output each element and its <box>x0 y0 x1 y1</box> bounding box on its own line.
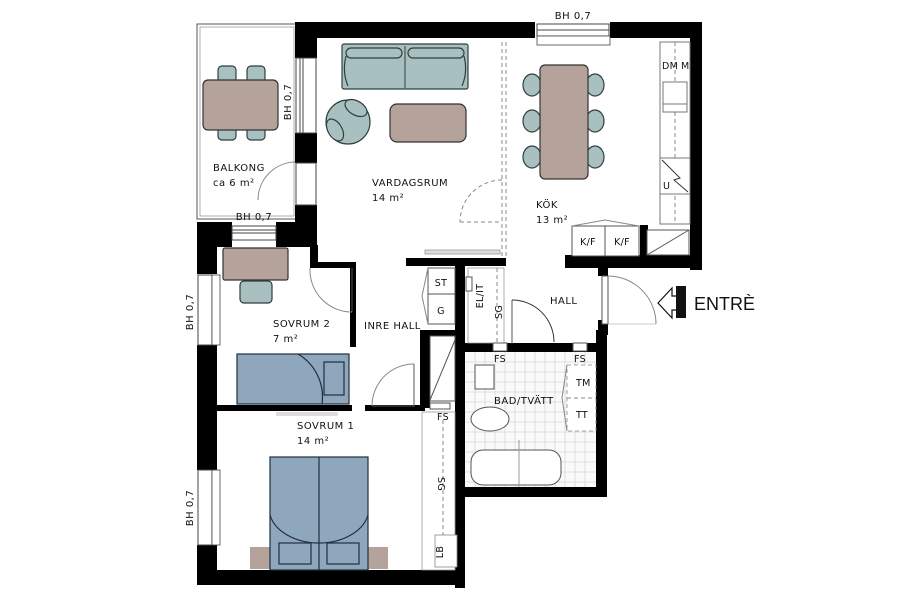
balcony-table <box>202 79 279 131</box>
room-name-kok: KÖK <box>536 198 558 211</box>
fixture-fs-bad-left: FS <box>494 354 506 365</box>
bathroom: FS FS TM TT BAD/TVÄTT <box>465 342 597 487</box>
fixture-lb: LB <box>435 546 446 558</box>
fixture-dm: DM <box>662 61 678 72</box>
window-label-kitchen: BH 0,7 <box>555 11 591 22</box>
hall: HALL EL/IT SG ENTRÈ <box>465 267 755 344</box>
fixture-st: ST <box>435 278 447 289</box>
walls <box>197 22 702 588</box>
window-label-balcony-side: BH 0,7 <box>283 84 294 120</box>
armchair <box>325 98 371 145</box>
fixture-kf-1: K/F <box>580 237 596 248</box>
desk-chair <box>239 280 273 304</box>
sofa <box>341 43 469 90</box>
room-name-vardagsrum: VARDAGSRUM <box>372 178 448 189</box>
fixture-fs-bad-right: FS <box>574 354 586 365</box>
fixture-u: U <box>663 181 670 192</box>
fixture-g: G <box>437 306 445 317</box>
balcony <box>196 23 298 220</box>
sovrum-2: SOVRUM 2 7 m² <box>222 247 353 405</box>
windows: BH 0,7 BH 0,7 BH 0,7 BH 0,7 BH 0,7 <box>185 11 611 546</box>
inner-hall: ST G INRE HALL <box>364 267 456 407</box>
fixture-tm: TM <box>575 378 591 389</box>
kitchen: DM M U K/F K/F KÖK 13 m² <box>522 41 691 257</box>
fixture-sg-sovrum1: SG <box>435 477 446 491</box>
room-area-balkong: ca 6 m² <box>213 178 255 189</box>
room-name-inre-hall: INRE HALL <box>364 321 421 332</box>
fixture-sg-hall: SG <box>494 305 505 319</box>
fixture-kf-2: K/F <box>614 237 630 248</box>
room-area-vardagsrum: 14 m² <box>372 193 404 204</box>
room-area-sovrum2: 7 m² <box>273 334 298 345</box>
window-label-sovrum2: BH 0,7 <box>185 294 196 330</box>
room-area-sovrum1: 14 m² <box>297 436 329 447</box>
window-label-sovrum1: BH 0,7 <box>185 490 196 526</box>
desk <box>222 247 289 281</box>
room-name-sovrum1: SOVRUM 1 <box>297 421 354 432</box>
room-name-balkong: BALKONG <box>213 163 265 174</box>
room-name-hall: HALL <box>550 296 578 307</box>
entrance-label: ENTRÈ <box>694 294 755 314</box>
room-name-bad: BAD/TVÄTT <box>494 394 554 407</box>
fixture-fs-sovrum1: FS <box>437 412 449 423</box>
dining-chairs <box>522 73 605 169</box>
dining-table <box>539 64 589 180</box>
fixture-tt: TT <box>575 410 588 421</box>
sovrum-1: FS SG LB SOVRUM 1 14 m² <box>250 402 458 571</box>
coffee-table <box>389 103 467 143</box>
fixture-el-it: EL/IT <box>475 284 486 309</box>
window-label-balcony-bottom: BH 0,7 <box>236 212 272 223</box>
room-name-sovrum2: SOVRUM 2 <box>273 319 330 330</box>
living-room: VARDAGSRUM 14 m² <box>325 42 507 258</box>
room-area-kok: 13 m² <box>536 215 568 226</box>
entrance-arrow-icon <box>657 286 686 320</box>
fixture-m: M <box>681 61 690 72</box>
